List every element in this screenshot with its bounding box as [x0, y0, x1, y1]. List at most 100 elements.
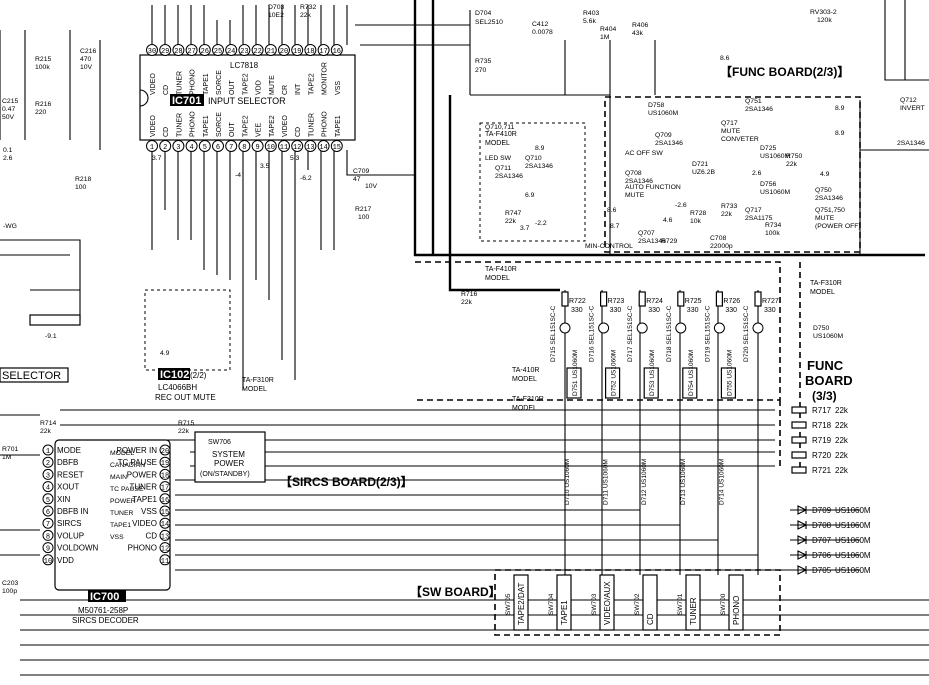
component-label: 1M — [2, 454, 12, 461]
component-label: MUTE — [721, 128, 741, 135]
ic700-pin-name: TC PAUSE — [118, 458, 157, 467]
ic701-pin-name: TUNER — [176, 113, 183, 137]
ic700-pin-number: 20 — [161, 448, 169, 456]
ic701-pin-name: TUNER — [176, 71, 183, 95]
component-label: -9.1 — [45, 333, 57, 340]
selector-part — [29, 314, 81, 326]
ic701-pin — [264, 44, 277, 56]
resistor-value: 22k — [835, 421, 849, 430]
top-wires — [355, 10, 656, 255]
ic700-pin-name: SIRCS — [57, 519, 81, 528]
ic700-pin-name: XIN — [57, 495, 71, 504]
sw-board-outline — [494, 569, 781, 636]
ic700-pin — [42, 505, 54, 517]
ic700-pin — [159, 493, 171, 505]
ic701-pin-number: 12 — [293, 144, 301, 152]
sircs-board-title: 【SIRCS BOARD(2/3)】 — [280, 474, 413, 489]
ic700-pin-name: PHONO — [128, 544, 157, 553]
component-label: 8.6 — [720, 55, 730, 62]
resistor-value: 330 — [648, 307, 660, 314]
right-wires — [859, 0, 929, 255]
switch-label: VIDEO/AUX — [603, 581, 612, 625]
switch-ref: SW702 — [634, 593, 641, 615]
ic701-pin-number: 16 — [333, 48, 341, 56]
component-label: 22k — [40, 428, 52, 435]
component-label: AUTO FUNCTION — [625, 184, 681, 191]
switch-button — [685, 574, 701, 631]
diode-icon — [797, 550, 808, 560]
model-note-3: MODEL — [810, 289, 835, 296]
diode-box — [720, 367, 737, 399]
ic701-pin-name: TAPE2 — [242, 115, 249, 137]
resistor — [561, 291, 569, 307]
sw706-line3: (ON/STANDBY) — [200, 471, 250, 478]
ic701-pin-name: VSS — [335, 81, 342, 95]
component-label: R715 — [178, 420, 194, 427]
ic700-pin — [159, 554, 171, 566]
component-label: 2.6 — [3, 155, 13, 162]
ic701-pin-name: CR — [282, 85, 289, 95]
ic700-part: M50761-258P — [78, 606, 128, 615]
switch-label: PHONO — [732, 596, 741, 625]
component-label: 8.9 — [835, 105, 845, 112]
ic701-pin-number: 26 — [201, 48, 209, 56]
diode-ref: D752 US1060M — [611, 350, 618, 396]
ic701-pin — [304, 44, 317, 56]
ic701-pin-number: 1 — [150, 144, 154, 152]
component-label: R732 — [300, 4, 316, 11]
resistor-value: 22k — [835, 436, 849, 445]
ic700-pin-number: 1 — [46, 448, 50, 456]
component-label: MUTE — [815, 215, 835, 222]
component-label: 22k — [178, 428, 190, 435]
ta-f310r-note-2: TA-F310R — [810, 280, 842, 287]
func-board-3-3-outline — [415, 261, 801, 470]
component-label: Q707 — [638, 230, 655, 237]
ic701-pin — [159, 140, 172, 152]
resistor-ref: R723 — [608, 298, 625, 305]
ic701-pin-number: 15 — [333, 144, 341, 152]
component-label: C215 — [2, 98, 18, 105]
switch-label: TUNER — [689, 597, 698, 625]
component-label: INVERT — [900, 105, 925, 112]
component-label: -6.2 — [300, 175, 312, 182]
component-label: D704 — [475, 10, 491, 17]
sircs-buses — [60, 409, 775, 467]
component-label: R216 — [35, 101, 51, 108]
resistor-value: 22k — [835, 466, 849, 475]
resistor — [715, 291, 724, 307]
ic700-pin-number: 2 — [46, 460, 50, 468]
ic700-pin-number: 3 — [46, 472, 50, 480]
component-label: 22k — [505, 218, 517, 225]
ta-f410r-note-2: TA-F410R — [485, 266, 517, 273]
component-label: 100k — [765, 230, 780, 237]
component-label: US1060M — [813, 333, 844, 340]
led-icon — [598, 322, 610, 334]
led-ref: D716 SEL151SC-C — [589, 305, 596, 362]
resistor — [754, 291, 762, 307]
ic701-pin-number: 10 — [267, 144, 275, 152]
ic701-pin — [251, 44, 264, 56]
ta-410r-note: TA-410R — [512, 367, 540, 374]
component-label: UZ6.2B — [692, 169, 716, 176]
switch-ref: SW701 — [677, 593, 684, 615]
component-label: Q712 — [900, 97, 917, 104]
component-label: 120k — [817, 17, 832, 24]
ic701-top-pins: 30VIDEO29CD28TUNER27PHONO26TAPE125SORCE2… — [146, 44, 343, 95]
ic701-pin-name: VIDEO — [150, 115, 157, 137]
component-label: Q710,711 — [485, 124, 515, 131]
component-label: D756 — [760, 181, 776, 188]
ic700-pin — [42, 529, 54, 541]
ic701-pin — [185, 44, 198, 56]
selector-label: SELECTOR — [2, 370, 61, 382]
led-icon — [559, 322, 571, 334]
component-label: 10E2 — [268, 12, 284, 19]
component-label: 220 — [35, 109, 47, 116]
component-label: R406 — [632, 22, 648, 29]
component-label: R714 — [40, 420, 56, 427]
component-label: 2SA1346 — [625, 178, 653, 185]
ic700-pin-number: 14 — [161, 521, 169, 529]
ic700-tag: IC700 — [90, 591, 119, 603]
